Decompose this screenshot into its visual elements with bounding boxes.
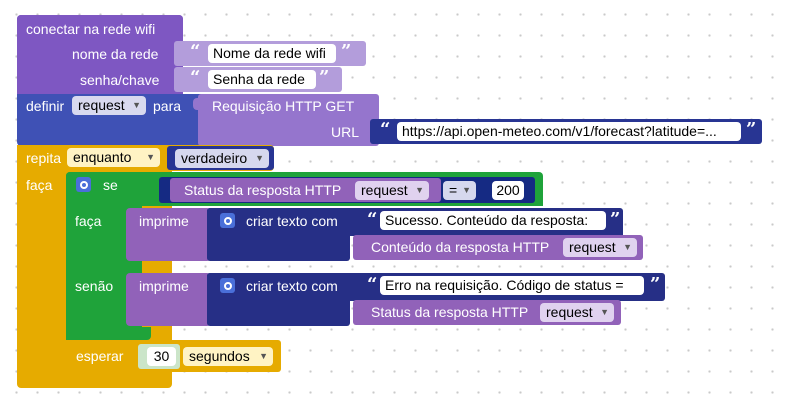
variable-dropdown[interactable]: request ▼ — [72, 96, 146, 115]
dropdown-arrow-icon: ▼ — [255, 153, 264, 163]
create-text-label: criar texto com — [246, 278, 338, 294]
time-unit-dropdown[interactable]: segundos ▼ — [183, 347, 273, 366]
url-label: URL — [331, 124, 360, 140]
if-block-bottom — [66, 327, 151, 340]
print-block[interactable] — [126, 273, 211, 326]
url-text-field[interactable]: https://api.open-meteo.com/v1/forecast?l… — [397, 122, 741, 141]
dropdown-arrow-icon: ▼ — [600, 307, 609, 317]
http-connector-tab — [193, 98, 200, 110]
variable-dropdown-value: request — [78, 97, 125, 113]
ssid-text-field[interactable]: Nome da rede wifi — [208, 44, 336, 63]
compare-var-value: request — [361, 182, 408, 198]
close-quote-icon: ” — [319, 67, 330, 88]
boolean-value: verdadeiro — [181, 150, 248, 166]
number-field[interactable]: 200 — [492, 181, 524, 200]
dropdown-arrow-icon: ▼ — [146, 152, 155, 162]
success-text-field[interactable]: Sucesso. Conteúdo da resposta: — [380, 211, 606, 230]
close-quote-icon: ” — [341, 41, 352, 62]
ssid-label: nome da rede — [72, 46, 159, 62]
gear-icon[interactable] — [76, 177, 91, 192]
open-quote-icon: “ — [367, 274, 378, 295]
dropdown-arrow-icon: ▼ — [415, 185, 424, 195]
gear-icon[interactable] — [220, 278, 235, 293]
key-label: senha/chave — [80, 72, 160, 88]
if-do-label: faça — [75, 213, 102, 229]
dropdown-arrow-icon: ▼ — [259, 351, 268, 361]
operator-value: = — [449, 182, 458, 198]
http-get-title: Requisição HTTP GET — [212, 98, 355, 114]
open-quote-icon: “ — [190, 67, 201, 88]
wifi-block-title: conectar na rede wifi — [26, 21, 156, 37]
content-var-value: request — [569, 239, 616, 255]
repeat-do-label: faça — [26, 177, 53, 193]
open-quote-icon: “ — [380, 119, 391, 140]
gear-icon[interactable] — [220, 213, 235, 228]
response-content-label: Conteúdo da resposta HTTP — [371, 239, 550, 255]
repeat-mode-value: enquanto — [73, 149, 132, 165]
close-quote-icon: ” — [746, 119, 757, 140]
close-quote-icon: ” — [650, 274, 661, 295]
compare-var-dropdown[interactable]: request ▼ — [355, 181, 429, 200]
create-text-label: criar texto com — [246, 213, 338, 229]
operator-dropdown[interactable]: = ▼ — [443, 181, 476, 200]
close-quote-icon: ” — [610, 209, 621, 230]
wait-number-field[interactable]: 30 — [147, 347, 176, 366]
open-quote-icon: “ — [367, 209, 378, 230]
http-get-block[interactable] — [198, 94, 379, 146]
open-quote-icon: “ — [190, 41, 201, 62]
dropdown-arrow-icon: ▼ — [623, 242, 632, 252]
else-label: senão — [75, 278, 114, 294]
print-label: imprime — [139, 213, 189, 229]
if-label: se — [103, 177, 118, 193]
wait-label: esperar — [76, 348, 124, 364]
status-var-dropdown[interactable]: request ▼ — [540, 303, 614, 322]
status-var-value: request — [546, 304, 593, 320]
time-unit-value: segundos — [189, 348, 250, 364]
compare-left-label: Status da resposta HTTP — [184, 182, 342, 198]
print-block[interactable] — [126, 208, 211, 261]
dropdown-arrow-icon: ▼ — [132, 100, 141, 110]
ssid-connector-tab — [174, 47, 181, 59]
dropdown-arrow-icon: ▼ — [462, 185, 471, 195]
error-text-field[interactable]: Erro na requisição. Código de status = — [380, 276, 644, 295]
key-text-field[interactable]: Senha da rede — [208, 70, 316, 89]
content-var-dropdown[interactable]: request ▼ — [563, 238, 637, 257]
print-label: imprime — [139, 278, 189, 294]
wifi-block-top-strip — [17, 15, 183, 45]
boolean-dropdown[interactable]: verdadeiro ▼ — [175, 149, 269, 168]
repeat-mode-dropdown[interactable]: enquanto ▼ — [67, 148, 160, 167]
response-status-label: Status da resposta HTTP — [371, 304, 529, 320]
set-prefix-label: definir — [26, 98, 65, 114]
set-suffix-label: para — [153, 98, 182, 114]
repeat-label: repita — [26, 150, 62, 166]
